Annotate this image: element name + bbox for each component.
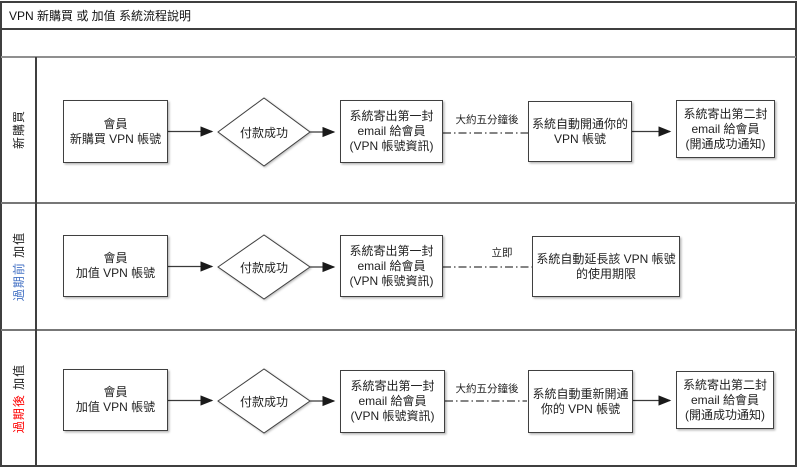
diagram-title-text: VPN 新購買 或 加值 系統流程說明 xyxy=(9,8,192,23)
page-title: VPN 新購買 或 加值 系統流程說明 xyxy=(3,2,191,28)
box-text-line: 系統自動延長該 VPN 帳號 xyxy=(536,251,676,266)
box-text-line: (開通成功通知) xyxy=(685,407,765,422)
box-text-line: 的使用期限 xyxy=(575,266,636,281)
lane-label-text: 新購買 xyxy=(10,110,27,149)
decision-label: 付款成功 xyxy=(218,369,310,433)
lane-label-text: 過期後 加值 xyxy=(10,363,27,432)
process-box-email2: 系統寄出第二封 email 給會員 (開通成功通知) xyxy=(676,100,775,158)
box-text-line: 會員 xyxy=(103,385,128,399)
box-text-line: email 給會員 xyxy=(358,394,427,408)
box-text-line: (VPN 帳號資訊) xyxy=(349,273,434,288)
box-text-line: 系統寄出第一封 xyxy=(349,243,434,258)
lane-label-text: 過期前 加值 xyxy=(10,232,27,301)
decision-label: 付款成功 xyxy=(218,235,310,299)
box-text-line: email 給會員 xyxy=(690,392,759,407)
decision-text: 付款成功 xyxy=(239,260,288,275)
box-text-line: 新購買 VPN 帳號 xyxy=(69,131,162,146)
swimlane-label-topup-before-expiry: 過期前 加值 xyxy=(2,204,35,329)
box-text-line: VPN 帳號 xyxy=(553,131,606,146)
box-text-line: 系統寄出第二封 xyxy=(682,377,767,392)
box-text-line: 加值 VPN 帳號 xyxy=(75,400,156,414)
process-box-email1: 系統寄出第一封 email 給會員 (VPN 帳號資訊) xyxy=(340,370,445,433)
header-band-separator xyxy=(1,56,796,58)
lane-label-plain: 新購買 xyxy=(12,109,27,150)
decision-label: 付款成功 xyxy=(218,98,310,166)
box-text-line: 系統寄出第一封 xyxy=(349,109,434,123)
decision-text: 付款成功 xyxy=(239,125,288,140)
lane-separator xyxy=(1,202,796,204)
box-text-line: 系統自動開通你的 xyxy=(531,116,628,131)
lane-label-plain: 加值 xyxy=(12,231,27,263)
box-text-line: 系統自動重新開通 xyxy=(532,386,629,401)
box-text-line: 系統寄出第二封 xyxy=(683,106,768,121)
box-text-line: email 給會員 xyxy=(691,121,760,136)
box-text-line: 你的 VPN 帳號 xyxy=(540,401,621,416)
box-text-line: 加值 VPN 帳號 xyxy=(75,266,156,280)
process-box-extend: 系統自動延長該 VPN 帳號 的使用期限 xyxy=(532,236,680,297)
swimlane-label-topup-after-expiry: 過期後 加值 xyxy=(2,331,35,465)
delay-connector-label: 大約五分鐘後 xyxy=(449,381,525,396)
process-box-start: 會員 加值 VPN 帳號 xyxy=(63,235,168,297)
delay-connector-label: 大約五分鐘後 xyxy=(449,112,525,127)
lane-label-plain: 加值 xyxy=(12,363,27,394)
lane-separator xyxy=(1,329,796,331)
box-text-line: email 給會員 xyxy=(357,258,426,273)
decision-text: 付款成功 xyxy=(239,394,288,409)
box-text-line: 會員 xyxy=(103,116,128,131)
swimlane-label-new-purchase: 新購買 xyxy=(2,57,35,202)
box-text-line: (VPN 帳號資訊) xyxy=(350,409,435,423)
process-box-start: 會員 新購買 VPN 帳號 xyxy=(63,100,168,163)
process-box-reactivate: 系統自動重新開通 你的 VPN 帳號 xyxy=(528,370,633,433)
delay-text: 立即 xyxy=(491,247,513,259)
delay-text: 大約五分鐘後 xyxy=(455,114,519,126)
box-text-line: (開通成功通知) xyxy=(685,136,766,151)
title-separator xyxy=(1,28,796,30)
lane-label-column-line xyxy=(35,57,37,466)
box-text-line: 系統寄出第一封 xyxy=(350,379,435,393)
delay-text: 大約五分鐘後 xyxy=(455,383,519,395)
process-box-email1: 系統寄出第一封 email 給會員 (VPN 帳號資訊) xyxy=(340,235,443,297)
process-box-start: 會員 加值 VPN 帳號 xyxy=(63,369,168,431)
process-box-activate: 系統自動開通你的 VPN 帳號 xyxy=(528,101,632,162)
process-box-email2: 系統寄出第二封 email 給會員 (開通成功通知) xyxy=(676,371,774,429)
lane-label-accent: 過期前 xyxy=(12,262,27,302)
box-text-line: 會員 xyxy=(103,251,128,265)
process-box-email1: 系統寄出第一封 email 給會員 (VPN 帳號資訊) xyxy=(340,100,443,163)
lane-label-accent: 過期後 xyxy=(12,393,27,433)
delay-connector-label: 立即 xyxy=(470,245,534,260)
box-text-line: email 給會員 xyxy=(357,124,426,138)
box-text-line: (VPN 帳號資訊) xyxy=(349,139,434,153)
